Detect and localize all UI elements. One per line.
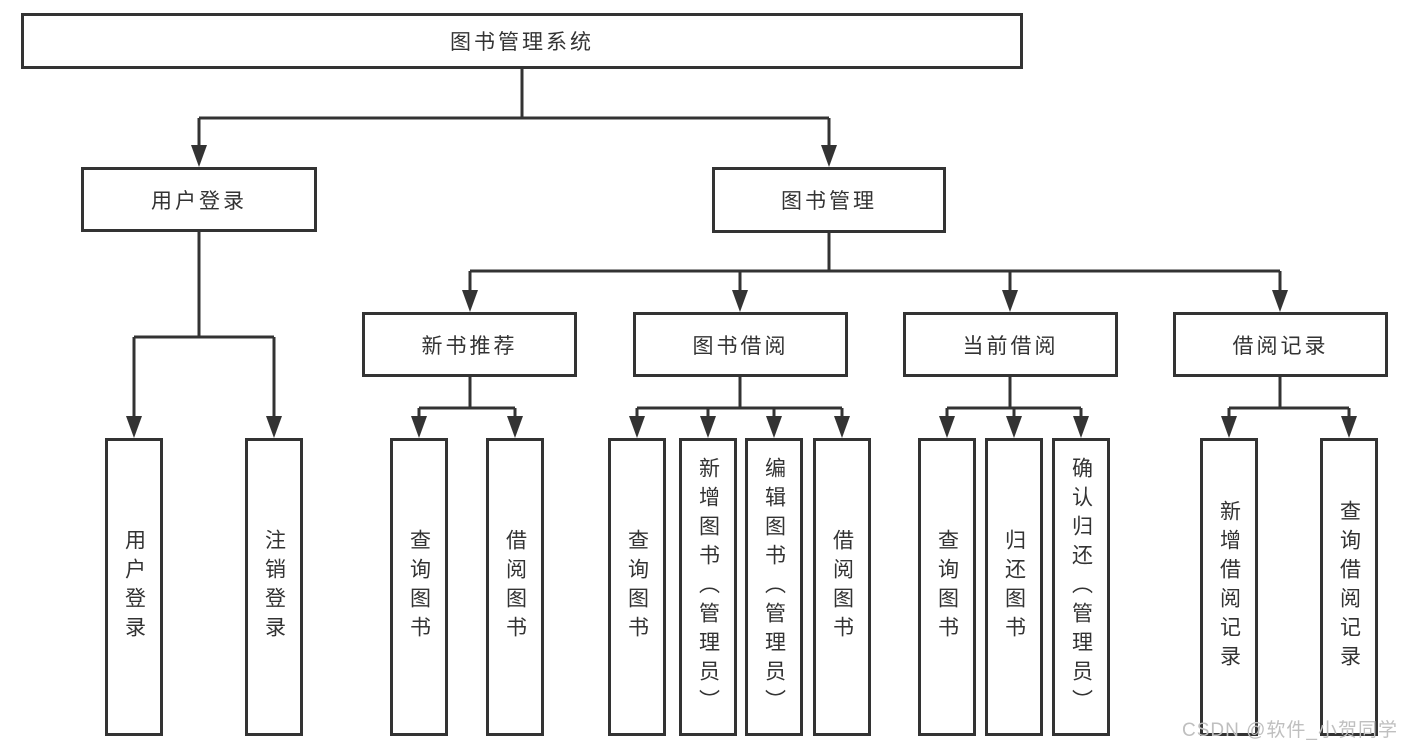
leaf-user-login: 用户登录 <box>105 438 163 736</box>
leaf-return-book: 归还图书 <box>985 438 1043 736</box>
leaf-add-book-admin: 新增图书（管理员） <box>679 438 737 736</box>
node-book-borrowing: 图书借阅 <box>633 312 848 377</box>
leaf-confirm-return-admin: 确认归还（管理员） <box>1052 438 1110 736</box>
edge-rec-to-leaves <box>417 377 517 420</box>
node-borrow-records: 借阅记录 <box>1173 312 1388 377</box>
edge-borrow-to-leaves <box>635 377 844 420</box>
edge-records-to-leaves <box>1227 377 1351 420</box>
leaf-borrow-books-recommend: 借阅图书 <box>486 438 544 736</box>
node-current-borrowing: 当前借阅 <box>903 312 1118 377</box>
leaf-query-books-borrowing: 查询图书 <box>608 438 666 736</box>
leaf-edit-book-admin: 编辑图书（管理员） <box>745 438 803 736</box>
csdn-watermark: CSDN @软件_小贺同学 <box>1182 720 1398 741</box>
edge-current-to-leaves <box>945 377 1083 420</box>
leaf-logout: 注销登录 <box>245 438 303 736</box>
node-user-login: 用户登录 <box>81 167 317 232</box>
leaf-borrow-books-borrowing: 借阅图书 <box>813 438 871 736</box>
node-book-management: 图书管理 <box>712 167 946 233</box>
leaf-query-borrow-record: 查询借阅记录 <box>1320 438 1378 736</box>
node-library-management-system: 图书管理系统 <box>21 13 1023 69</box>
edge-user-to-leaves <box>132 232 276 420</box>
leaf-add-borrow-record: 新增借阅记录 <box>1200 438 1258 736</box>
leaf-query-books-recommend: 查询图书 <box>390 438 448 736</box>
leaf-query-books-current: 查询图书 <box>918 438 976 736</box>
node-new-book-recommend: 新书推荐 <box>362 312 577 377</box>
edge-mgmt-to-level2 <box>468 233 1282 294</box>
edge-root-to-level1 <box>197 69 831 150</box>
